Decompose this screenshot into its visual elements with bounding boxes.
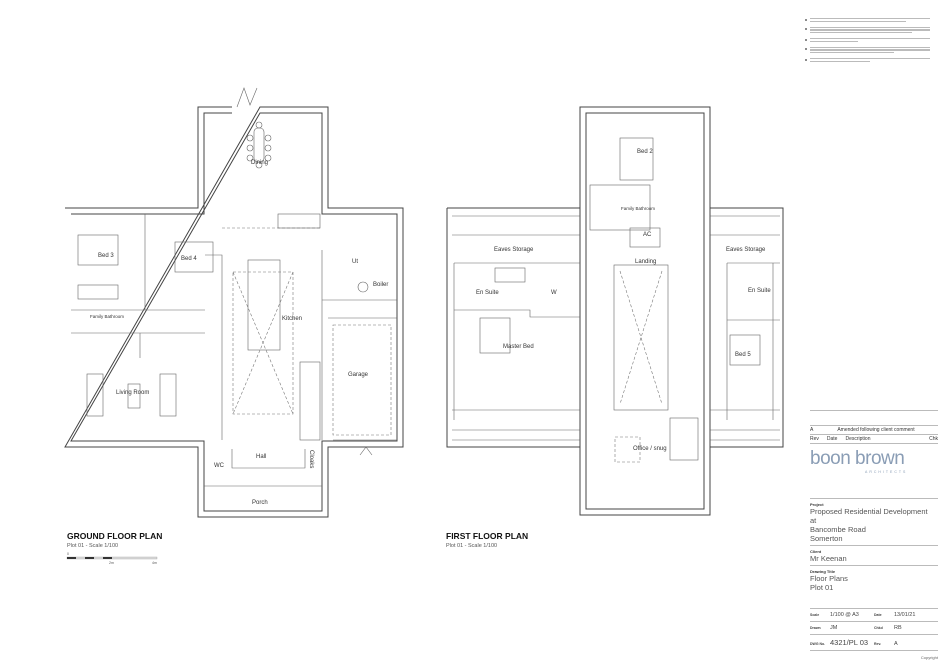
room-bed2: Bed 2 — [637, 149, 653, 155]
room-ac: AC — [643, 232, 652, 238]
office-addresses — [810, 474, 938, 499]
room-w: W — [551, 290, 557, 296]
company-sub: ARCHITECTS — [865, 470, 908, 474]
scale-label-4m: 4m — [152, 561, 157, 565]
first-floor-subtitle: Plot 01 - Scale 1/100 — [446, 543, 497, 549]
room-utility: Ut — [352, 259, 358, 265]
scale-label-2m: 2m — [109, 561, 114, 565]
date-value: 13/01/21 — [894, 612, 916, 618]
room-kitchen: Kitchen — [282, 316, 302, 322]
date-header: Date — [826, 436, 838, 442]
room-eaves-left: Eaves Storage — [494, 247, 534, 253]
room-en-suite-left: En Suite — [476, 290, 499, 296]
room-boiler: Boiler — [373, 282, 388, 288]
room-en-suite-right: En Suite — [748, 288, 771, 294]
general-notes — [805, 18, 930, 67]
scale-bar: 0 2m 4m — [66, 552, 158, 565]
copyright: Copyright — [920, 655, 938, 660]
room-master-bed: Master Bed — [503, 344, 534, 350]
first-floor-title: FIRST FLOOR PLAN — [446, 531, 528, 541]
scale-value: 1/100 @ A3 — [830, 612, 859, 618]
project-label: Project — [810, 502, 824, 507]
rev-header: Rev — [810, 436, 819, 442]
room-dining: Dining — [251, 160, 268, 166]
date-label: Date — [874, 613, 882, 617]
room-bed3: Bed 3 — [98, 253, 114, 259]
scale-label: Scale — [810, 613, 820, 617]
room-hall: Hall — [256, 454, 266, 460]
room-family-bathroom: Family Bathroom — [90, 314, 124, 319]
dwg-number: 4321/PL 03 — [830, 638, 869, 647]
title-block: A Amended following client comment Rev D… — [810, 410, 938, 660]
checked-value: RB — [894, 625, 902, 631]
drawing-title-label: Drawing Title — [810, 569, 836, 574]
checked-label: Chkd — [874, 626, 883, 630]
company-logo: boon brown — [810, 448, 905, 469]
room-bed5: Bed 5 — [735, 352, 751, 358]
room-porch: Porch — [252, 500, 268, 506]
room-bed4: Bed 4 — [181, 256, 197, 262]
room-cloaks: Cloaks — [308, 450, 314, 468]
client-label: Client — [810, 549, 822, 554]
ground-floor-plan: Dining Bed 3 Bed 4 Family Bathroom Kitch… — [64, 87, 404, 518]
room-landing: Landing — [635, 259, 656, 265]
rev-label: Rev. — [874, 642, 882, 646]
revision-header: Rev Date Description Chk — [810, 435, 938, 444]
room-eaves-right: Eaves Storage — [726, 247, 766, 253]
revision-description: Amended following client comment — [837, 427, 915, 433]
chk-header: Chk — [929, 436, 938, 442]
description-header: Description — [845, 436, 871, 442]
ground-floor-subtitle: Plot 01 - Scale 1/100 — [67, 543, 118, 549]
drawn-label: Drawn — [810, 626, 821, 630]
revision-row: A Amended following client comment — [810, 426, 938, 435]
drawn-value: JM — [830, 625, 838, 631]
dwg-label: DWG No. — [810, 642, 826, 646]
scale-label-0: 0 — [67, 552, 69, 556]
first-floor-plan: Bed 2 Family Bathroom AC Landing Eaves S… — [446, 106, 784, 516]
revision-letter: A — [810, 427, 814, 433]
room-wc: WC — [214, 463, 225, 469]
room-family-bathroom-ff: Family Bathroom — [621, 206, 655, 211]
rev-value: A — [894, 641, 898, 647]
room-office: Office / snug — [633, 446, 667, 452]
ground-floor-title: GROUND FLOOR PLAN — [67, 531, 162, 541]
room-garage: Garage — [348, 372, 369, 378]
room-living: Living Room — [116, 390, 149, 396]
client-name: Mr Keenan — [810, 554, 847, 563]
